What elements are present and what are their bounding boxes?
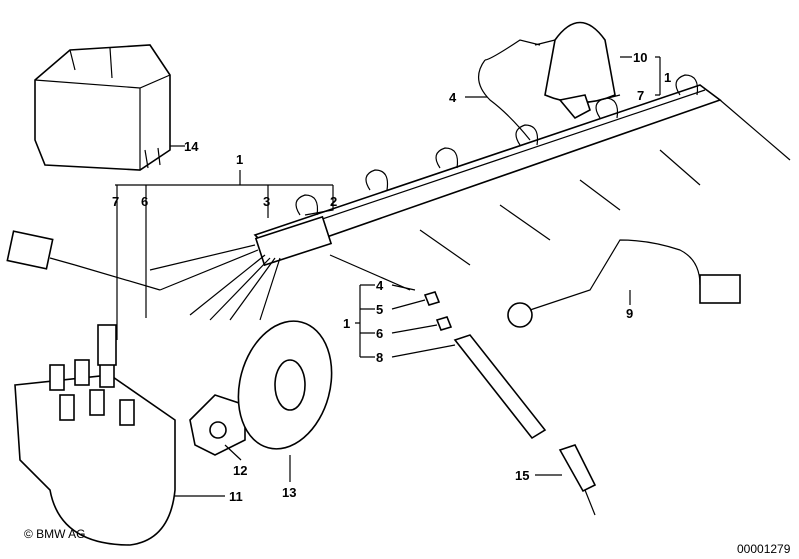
callout-1-top: 1 [664,70,671,85]
callout-12: 12 [233,463,247,478]
callout-14: 14 [184,139,199,154]
callout-1: 1 [236,152,243,167]
callout-8: 8 [376,350,383,365]
callout-4-mid: 4 [376,278,384,293]
ignition-cover-part [34,44,171,171]
callout-13: 13 [282,485,296,500]
callout-7-top: 7 [637,88,644,103]
callout-2: 2 [330,194,337,209]
spark-plug-connector-part [423,291,597,516]
leader-lines [115,56,661,497]
callout-6-mid: 6 [376,326,383,341]
wiring-harness-rail [6,74,791,321]
callout-3: 3 [263,194,270,209]
callout-11: 11 [229,489,243,504]
callout-4-top: 4 [449,90,457,105]
distributor-cap-part [14,324,176,546]
callout-6: 6 [141,194,148,209]
callout-7: 7 [112,194,119,209]
sensor-part [507,239,741,328]
callout-10: 10 [633,50,647,65]
rotor-disc-part [237,320,333,450]
image-number: 00001279 [737,542,791,556]
suppression-cap-part [478,21,616,141]
clamp-part [189,394,246,456]
callout-5: 5 [376,302,383,317]
copyright-text: © BMW AG [24,527,86,541]
callout-9: 9 [626,306,633,321]
callout-15: 15 [515,468,529,483]
callout-1-mid: 1 [343,316,350,331]
